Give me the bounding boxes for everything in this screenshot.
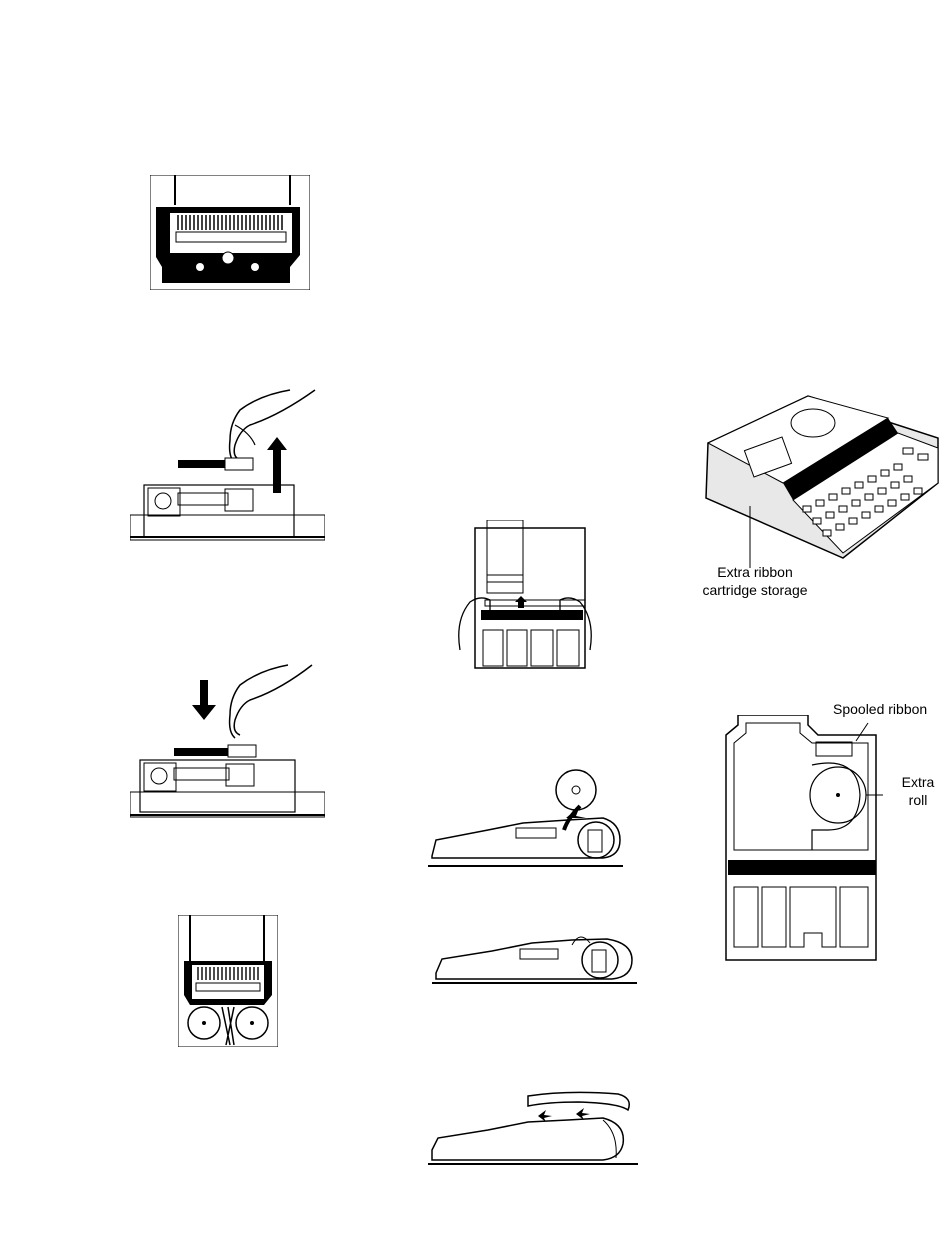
extra-roll-label-line1: Extra (894, 773, 942, 791)
insert-paper-roll-illustration (428, 768, 623, 870)
ribbon-cartridge-top-illustration (150, 175, 310, 290)
paper-roll-installed-illustration (432, 925, 637, 985)
ribbon-storage-label-line1: Extra ribbon (690, 563, 820, 581)
storage-compartment-top-illustration (718, 715, 883, 965)
extra-roll-label: Extra roll (894, 773, 942, 809)
open-storage-cover-illustration (445, 520, 605, 678)
ribbon-storage-label-line2: cartridge storage (690, 581, 820, 599)
cartridge-spools-illustration (178, 915, 278, 1047)
extra-roll-label-line2: roll (894, 791, 942, 809)
remove-cartridge-illustration (130, 385, 325, 545)
calculator-perspective-illustration (688, 388, 950, 568)
insert-cartridge-illustration (130, 660, 325, 820)
ribbon-storage-label: Extra ribbon cartridge storage (690, 563, 820, 599)
replace-cover-illustration (428, 1088, 638, 1166)
spooled-ribbon-label: Spooled ribbon (833, 700, 927, 718)
